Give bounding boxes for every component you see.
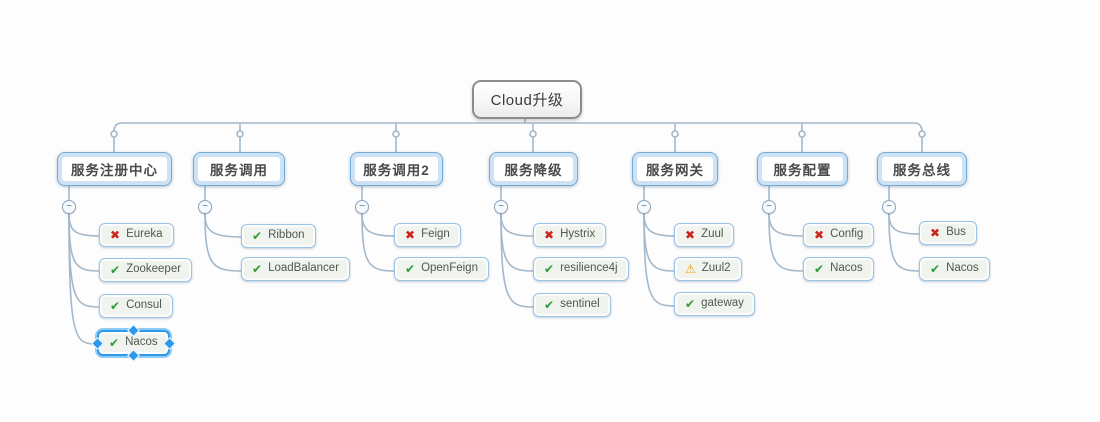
topic-config[interactable]: ✖ Config	[803, 223, 875, 247]
check-icon: ✔	[930, 262, 941, 276]
minus-icon: −	[359, 200, 365, 212]
minus-icon: −	[202, 200, 208, 212]
topic-feign[interactable]: ✖ Feign	[394, 223, 461, 247]
topic-label: Zookeeper	[126, 263, 182, 276]
check-icon: ✔	[544, 262, 555, 276]
root-topic[interactable]: Cloud升级	[472, 80, 582, 119]
topic-label: LoadBalancer	[268, 262, 340, 275]
cross-icon: ✖	[814, 228, 825, 242]
topic-label: Consul	[126, 299, 162, 312]
check-icon: ✔	[110, 263, 121, 277]
topic-zuul[interactable]: ✖ Zuul	[674, 223, 735, 247]
check-icon: ✔	[252, 229, 263, 243]
branch-topic-bus[interactable]: 服务总线	[877, 152, 967, 186]
branch-topic-degradation[interactable]: 服务降级	[489, 152, 578, 186]
collapse-button[interactable]: −	[355, 200, 369, 214]
topic-label: Nacos	[946, 262, 979, 275]
topic-bus[interactable]: ✖ Bus	[919, 221, 977, 245]
topic-nacos-bus[interactable]: ✔ Nacos	[919, 257, 990, 281]
branch-topic-label: 服务配置	[773, 163, 832, 178]
topic-eureka[interactable]: ✖ Eureka	[99, 223, 174, 247]
check-icon: ✔	[109, 336, 120, 350]
topic-label: OpenFeign	[421, 262, 478, 275]
cross-icon: ✖	[685, 228, 696, 242]
warning-icon: ⚠	[685, 262, 696, 276]
topic-label: Config	[830, 228, 864, 241]
minus-icon: −	[641, 200, 647, 212]
branch-topic-label: 服务调用	[210, 163, 268, 178]
topic-zuul2[interactable]: ⚠ Zuul2	[674, 257, 742, 281]
topic-label: Nacos	[830, 262, 863, 275]
topic-nacos-selected[interactable]: ✔ Nacos	[91, 324, 176, 362]
topic-label: gateway	[701, 297, 744, 310]
topic-label: Zuul	[701, 228, 724, 241]
minus-icon: −	[66, 200, 72, 212]
cross-icon: ✖	[544, 228, 555, 242]
topic-consul[interactable]: ✔ Consul	[99, 294, 173, 318]
check-icon: ✔	[110, 299, 121, 313]
branch-topic-label: 服务网关	[646, 163, 704, 178]
topic-label: Hystrix	[560, 228, 596, 241]
check-icon: ✔	[252, 262, 263, 276]
minus-icon: −	[766, 200, 772, 212]
topic-label: Bus	[946, 226, 966, 239]
collapse-button[interactable]: −	[198, 200, 212, 214]
cross-icon: ✖	[110, 228, 121, 242]
collapse-button[interactable]: −	[637, 200, 651, 214]
branch-topic-label: 服务注册中心	[71, 163, 158, 178]
topic-label: Ribbon	[268, 229, 305, 242]
branch-topic-label: 服务总线	[893, 163, 951, 178]
branch-topic-label: 服务调用2	[363, 163, 430, 178]
collapse-button[interactable]: −	[494, 200, 508, 214]
topic-sentinel[interactable]: ✔ sentinel	[533, 293, 611, 317]
topic-openfeign[interactable]: ✔ OpenFeign	[394, 257, 489, 281]
cross-icon: ✖	[405, 228, 416, 242]
branch-topic-gateway[interactable]: 服务网关	[632, 152, 718, 186]
topic-resilience4j[interactable]: ✔ resilience4j	[533, 257, 629, 281]
branch-topic-invocation[interactable]: 服务调用	[193, 152, 285, 186]
topic-label: Eureka	[126, 228, 163, 241]
minus-icon: −	[886, 200, 892, 212]
check-icon: ✔	[544, 298, 555, 312]
branch-topic-invocation2[interactable]: 服务调用2	[350, 152, 443, 186]
topic-hystrix[interactable]: ✖ Hystrix	[533, 223, 607, 247]
topic-label: Feign	[421, 228, 450, 241]
topic-label: resilience4j	[560, 262, 618, 275]
topic-label: Zuul2	[701, 262, 731, 275]
minus-icon: −	[498, 200, 504, 212]
check-icon: ✔	[405, 262, 416, 276]
root-topic-label: Cloud升级	[490, 92, 564, 109]
check-icon: ✔	[814, 262, 825, 276]
cross-icon: ✖	[930, 226, 941, 240]
topic-gateway[interactable]: ✔ gateway	[674, 292, 755, 316]
topic-loadbalancer[interactable]: ✔ LoadBalancer	[241, 257, 351, 281]
topic-zookeeper[interactable]: ✔ Zookeeper	[99, 258, 193, 282]
topic-ribbon[interactable]: ✔ Ribbon	[241, 224, 316, 248]
collapse-button[interactable]: −	[882, 200, 896, 214]
collapse-button[interactable]: −	[62, 200, 76, 214]
topic-nacos-config[interactable]: ✔ Nacos	[803, 257, 874, 281]
topic-label: sentinel	[560, 298, 600, 311]
branch-topic-config[interactable]: 服务配置	[757, 152, 848, 186]
branch-topic-registry[interactable]: 服务注册中心	[57, 152, 172, 186]
topic-label: Nacos	[125, 336, 158, 349]
collapse-button[interactable]: −	[762, 200, 776, 214]
branch-topic-label: 服务降级	[504, 163, 563, 178]
check-icon: ✔	[685, 297, 696, 311]
